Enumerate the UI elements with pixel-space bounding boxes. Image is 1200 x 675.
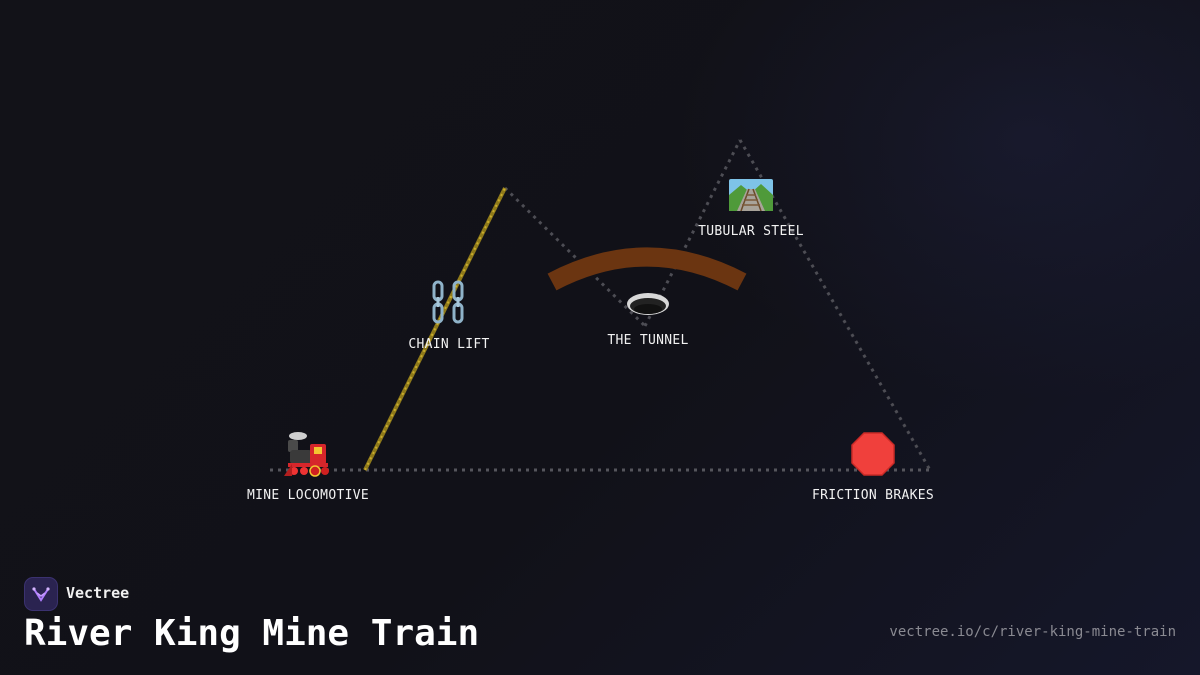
node-label-chain-lift: CHAIN LIFT: [408, 337, 490, 352]
page-title: River King Mine Train: [24, 613, 480, 654]
tunnel-arc: [547, 247, 747, 291]
node-label-tunnel: THE TUNNEL: [607, 333, 689, 348]
locomotive-icon: [284, 432, 332, 478]
node-label-tubular-steel: TUBULAR STEEL: [698, 224, 804, 239]
lift-rail-chain: [364, 187, 506, 471]
drop-track: [503, 186, 647, 328]
node-label-locomotive: MINE LOCOMOTIVE: [247, 488, 369, 503]
hole-icon: [625, 291, 671, 317]
vectree-logo-icon: [24, 577, 58, 611]
page-url: vectree.io/c/river-king-mine-train: [889, 624, 1176, 640]
node-label-brakes: FRICTION BRAKES: [812, 488, 934, 503]
brand-name: Vectree: [66, 584, 130, 602]
stop-sign-icon: [851, 432, 895, 476]
climb-track: [643, 139, 742, 327]
chain-icon: [429, 280, 469, 326]
railway-track-icon: [729, 179, 773, 211]
